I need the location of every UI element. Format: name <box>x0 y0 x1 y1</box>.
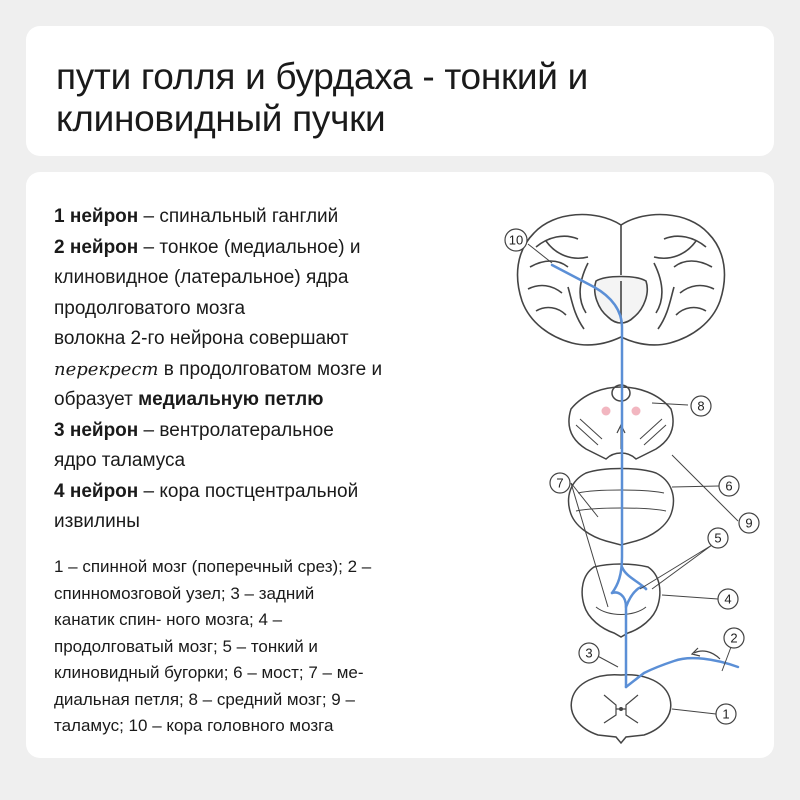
label-10: 10 <box>509 233 523 248</box>
legend-line: канатик спин- ного мозга; 4 – <box>54 610 283 629</box>
callout-lines <box>527 243 739 715</box>
label-3-marker <box>578 642 600 664</box>
figure-legend: 1 – спинной мозг (поперечный срез); 2 – … <box>54 554 444 740</box>
legend-line: таламус; 10 – кора головного мозга <box>54 716 334 735</box>
page-title: пути голля и бурдаха - тонкий и клиновид… <box>56 56 756 140</box>
decussation-term: перекрест <box>54 358 159 380</box>
label-3: 3 <box>585 646 592 661</box>
pathway-diagram: 10 9 8 6 7 5 4 2 3 1 <box>504 213 760 745</box>
arrow-head-icon <box>690 647 701 657</box>
neuron-2-line-2: клиновидное (латеральное) ядра <box>54 267 349 288</box>
neuron-2-line: 2 нейрон – тонкое (медиальное) и <box>54 233 454 264</box>
neuron-3-text: – вентролатеральное <box>138 419 334 441</box>
neuron-1-line: 1 нейрон – спинальный ганглий <box>54 202 454 233</box>
label-8: 8 <box>697 399 704 414</box>
label-4-marker <box>717 588 739 610</box>
label-markers <box>504 228 760 725</box>
fibers-line-3-text: образует <box>54 389 139 410</box>
title-line-1: пути голля и бурдаха - тонкий и <box>56 56 588 97</box>
legend-line: спинномозговой узел; 3 – задний <box>54 583 315 603</box>
legend-line: продолговатый мозг; 5 – тонкий и <box>54 636 318 656</box>
neuron-2-label: 2 нейрон <box>54 236 139 258</box>
label-7-marker <box>549 472 571 494</box>
fibers-line-1: волокна 2-го нейрона совершают <box>54 328 349 349</box>
label-4: 4 <box>724 592 731 607</box>
title-card: пути голля и бурдаха - тонкий и клиновид… <box>26 26 774 156</box>
medial-lemniscus-term: медиальную петлю <box>138 389 324 410</box>
legend-line: диальная петля; 8 – средний мозг; 9 – <box>54 689 355 709</box>
label-8-marker <box>690 395 712 417</box>
neuron-1-label: 1 нейрон <box>54 206 139 227</box>
neuron-4-text: – кора постцентральной <box>138 480 359 502</box>
neuron-description: 1 нейрон – спинальный ганглий 2 нейрон –… <box>54 202 454 538</box>
neuron-4-label: 4 нейрон <box>54 480 139 502</box>
fibers-line-3: образует медиальную петлю <box>54 385 454 416</box>
label-10-marker <box>504 228 528 252</box>
label-6-marker <box>718 475 740 497</box>
neuron-4-line: 4 нейрон – кора постцентральной <box>54 477 454 508</box>
label-5: 5 <box>714 531 721 546</box>
neuron-3-label: 3 нейрон <box>54 419 139 441</box>
label-texts: 10 9 8 6 7 5 4 2 3 1 <box>509 233 753 722</box>
neuron-3-line: 3 нейрон – вентролатеральное <box>54 416 454 447</box>
label-6: 6 <box>725 479 732 494</box>
neuron-3-line-2: ядро таламуса <box>54 450 186 471</box>
label-9-marker <box>738 512 760 534</box>
neuron-4-line-2: извилины <box>54 511 140 532</box>
neuron-1-text: – спинальный ганглий <box>138 206 339 227</box>
neuron-2-line-3: продолговатого мозга <box>54 297 246 319</box>
label-2: 2 <box>730 631 737 646</box>
label-2-marker <box>723 627 745 649</box>
neuron-2-text: – тонкое (медиальное) и <box>138 236 361 258</box>
legend-line: 1 – спинной мозг (поперечный срез); 2 – <box>54 557 372 576</box>
direction-arrow-icon <box>693 650 721 660</box>
fibers-line-2-text: в продолговатом мозге и <box>158 358 383 380</box>
medulla-section-icon <box>581 563 661 638</box>
label-1-marker <box>715 703 737 725</box>
label-7: 7 <box>556 476 563 491</box>
label-9: 9 <box>745 516 752 531</box>
content-card: 1 нейрон – спинальный ганглий 2 нейрон –… <box>26 172 774 758</box>
label-1: 1 <box>722 707 729 722</box>
label-5-marker <box>707 527 729 549</box>
title-line-2: клиновидный пучки <box>56 98 386 139</box>
spinal-cord-section-icon <box>570 674 672 745</box>
legend-line: клиновидный бугорки; 6 – мост; 7 – ме- <box>54 663 364 682</box>
fibers-line-2: перекрест в продолговатом мозге и <box>54 355 454 386</box>
